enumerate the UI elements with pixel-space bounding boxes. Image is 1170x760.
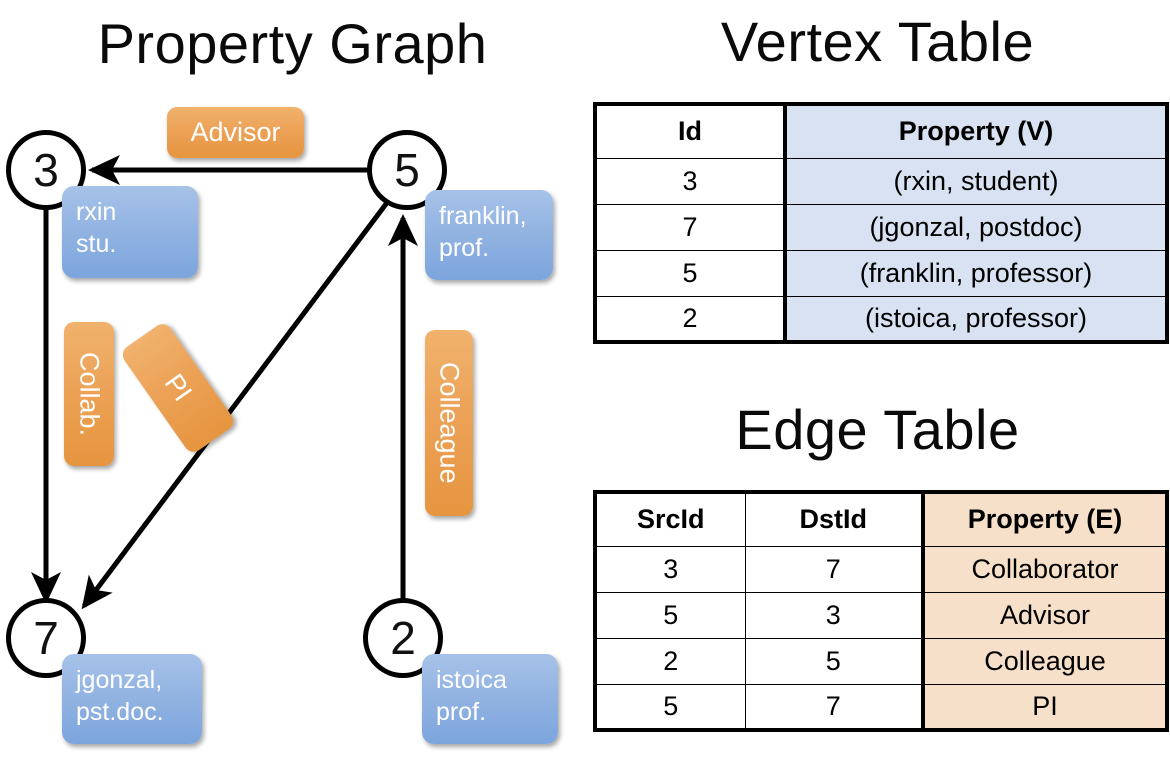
edge-label-colleague: Colleague — [425, 330, 473, 516]
edge-row-3-property: PI — [921, 683, 1169, 732]
node-2-property-line-1: istoica — [436, 666, 507, 694]
node-5-property-line-1: franklin, — [439, 202, 527, 230]
graph-node-5[interactable]: 5 — [367, 130, 447, 210]
node-2-property-line-2: prof. — [436, 698, 487, 726]
edge-row-2-property: Colleague — [921, 637, 1169, 685]
page-title-property-graph: Property Graph — [97, 12, 488, 75]
edge-row-0-property: Collaborator — [921, 545, 1169, 593]
graph-node-5-label: 5 — [394, 144, 420, 196]
edge-row-2-dstid: 5 — [744, 637, 925, 685]
edge-label-collab: Collab. — [64, 322, 114, 466]
edge-label-pi-text: PI — [158, 368, 199, 407]
node-3-property-line-2: stu. — [76, 230, 117, 258]
edge-label-colleague-text: Colleague — [434, 362, 465, 484]
edge-table-row[interactable]: 3 7 Collaborator — [593, 545, 1169, 593]
graph-node-2[interactable]: 2 — [363, 598, 443, 678]
edge-row-1-property: Advisor — [921, 591, 1169, 639]
edge-table-row[interactable]: 5 3 Advisor — [593, 591, 1169, 639]
edge-row-1-dstid: 3 — [744, 591, 925, 639]
page-title-edge-table: Edge Table — [735, 398, 1020, 461]
node-7-property-line-1: jgonzal, — [76, 666, 163, 694]
graph-node-3-label: 3 — [33, 144, 59, 196]
edge-label-advisor: Advisor — [167, 107, 304, 158]
vertex-row-1-property: (jgonzal, postdoc) — [783, 203, 1169, 251]
vertex-table-row[interactable]: 3 (rxin, student) — [593, 157, 1169, 205]
vertex-table-header-row: Id Property (V) — [593, 102, 1169, 159]
edge-5-to-7-pi — [81, 198, 391, 610]
vertex-row-2-id: 5 — [593, 249, 786, 297]
node-3-property-box: rxin stu. — [62, 186, 198, 278]
edge-table-header-property: Property (E) — [921, 490, 1169, 547]
edge-row-1-srcid: 5 — [593, 591, 746, 639]
edge-row-3-dstid: 7 — [744, 683, 925, 732]
vertex-row-0-property: (rxin, student) — [783, 157, 1169, 205]
edge-row-2-srcid: 2 — [593, 637, 746, 685]
property-graph-diagram: 3 5 7 2 rxin stu. franklin, prof. jgonza… — [6, 107, 558, 744]
vertex-table: Id Property (V) 3 (rxin, student) 7 (jgo… — [593, 102, 1169, 344]
graph-node-7-label: 7 — [33, 612, 59, 664]
node-5-property-line-2: prof. — [439, 234, 490, 262]
edge-label-advisor-text: Advisor — [190, 117, 281, 147]
edge-table-header-row: SrcId DstId Property (E) — [593, 490, 1169, 547]
edge-table: SrcId DstId Property (E) 3 7 Collaborato… — [593, 490, 1169, 732]
edge-table-header-dstid: DstId — [744, 490, 925, 547]
edge-row-3-srcid: 5 — [593, 683, 746, 732]
node-2-property-box: istoica prof. — [422, 654, 558, 744]
vertex-table-row[interactable]: 5 (franklin, professor) — [593, 249, 1169, 297]
vertex-row-3-property: (istoica, professor) — [783, 295, 1169, 344]
vertex-table-header-property: Property (V) — [783, 102, 1169, 159]
graph-edges-svg — [31, 155, 418, 610]
node-7-property-box: jgonzal, pst.doc. — [62, 654, 202, 744]
edge-table-row[interactable]: 2 5 Colleague — [593, 637, 1169, 685]
page-title-vertex-table: Vertex Table — [720, 10, 1035, 73]
vertex-table-row[interactable]: 7 (jgonzal, postdoc) — [593, 203, 1169, 251]
edge-label-collab-text: Collab. — [74, 351, 105, 437]
edge-row-0-srcid: 3 — [593, 545, 746, 593]
graph-node-2-label: 2 — [390, 612, 416, 664]
edge-table-header-srcid: SrcId — [593, 490, 746, 547]
node-3-property-line-1: rxin — [76, 198, 117, 226]
node-7-property-line-2: pst.doc. — [76, 698, 164, 726]
vertex-row-3-id: 2 — [593, 295, 786, 344]
vertex-row-0-id: 3 — [593, 157, 786, 205]
vertex-table-header-id: Id — [593, 102, 786, 159]
edge-row-0-dstid: 7 — [744, 545, 925, 593]
vertex-row-1-id: 7 — [593, 203, 786, 251]
edge-table-row[interactable]: 5 7 PI — [593, 683, 1169, 732]
vertex-table-row[interactable]: 2 (istoica, professor) — [593, 295, 1169, 344]
node-5-property-box: franklin, prof. — [425, 190, 553, 280]
vertex-row-2-property: (franklin, professor) — [783, 249, 1169, 297]
